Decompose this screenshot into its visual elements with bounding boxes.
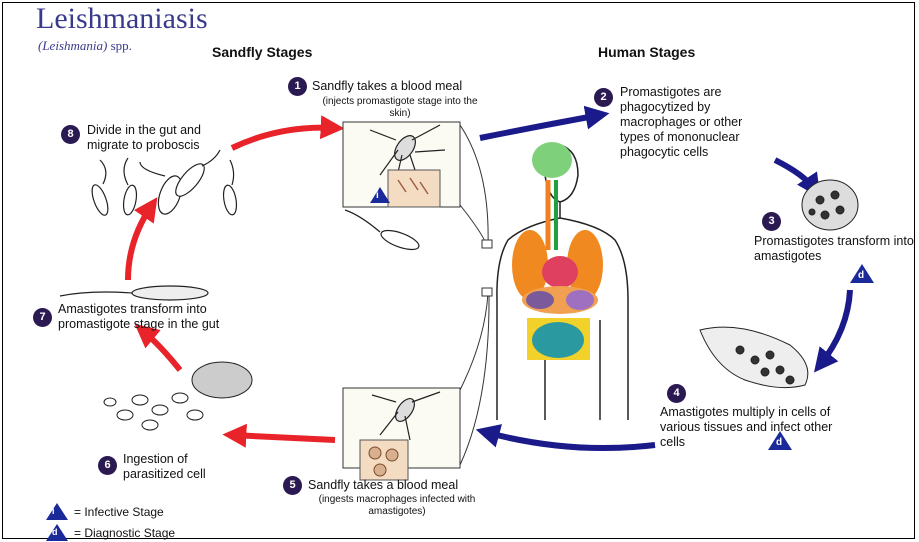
promastigote-inset — [388, 170, 440, 207]
arrow-3-to-4 — [820, 290, 850, 365]
legend-infective-triangle — [46, 503, 68, 520]
arrow-4-to-5 — [485, 432, 655, 448]
step-6-text: Ingestion of parasitized cell — [123, 452, 228, 482]
parasitized-cells — [104, 362, 252, 430]
step-3-badge: 3 — [762, 212, 781, 231]
macrophage-cell — [802, 180, 858, 230]
infective-letter-top: i — [376, 190, 379, 201]
step-4-badge: 4 — [667, 384, 686, 403]
elongated-promastigote — [60, 286, 208, 300]
legend-infective-letter: i — [52, 506, 55, 516]
step-2-badge: 2 — [594, 88, 613, 107]
legend-infective-text: = Infective Stage — [74, 505, 164, 519]
step-5-subtext: (ingests macrophages infected with amast… — [312, 494, 482, 518]
step-5-text: Sandfly takes a blood meal — [308, 478, 508, 493]
step-7-text: Amastigotes transform into promastigote … — [58, 302, 263, 332]
step-1-subtext: (injects promastigote stage into the ski… — [315, 96, 485, 120]
infected-tissue — [700, 327, 808, 387]
arrow-6-to-7 — [142, 330, 180, 370]
diagnostic-letter-3: d — [858, 270, 864, 281]
step-3-text: Promastigotes transform into amastigotes — [754, 234, 916, 264]
step-2-text: Promastigotes are phagocytized by macrop… — [620, 85, 770, 160]
human-body-figure — [497, 142, 628, 420]
legend-diagnostic-letter: d — [52, 527, 58, 537]
step-7-badge: 7 — [33, 308, 52, 327]
step-1-badge: 1 — [288, 77, 307, 96]
step-5-badge: 5 — [283, 476, 302, 495]
human-stages-header: Human Stages — [598, 44, 695, 60]
step-4-text: Amastigotes multiply in cells of various… — [660, 405, 845, 450]
arrow-2-to-3 — [775, 160, 815, 190]
step-8-text: Divide in the gut and migrate to probosc… — [87, 123, 237, 153]
promastigote-single — [345, 210, 421, 253]
arrow-7-to-8 — [128, 205, 152, 280]
step-1-text: Sandfly takes a blood meal — [312, 79, 512, 94]
step-6-badge: 6 — [98, 456, 117, 475]
arrow-1-to-2 — [480, 115, 600, 138]
page-subtitle: (Leishmania) spp. — [38, 38, 132, 54]
sandfly-stages-header: Sandfly Stages — [212, 44, 312, 60]
page-title: Leishmaniasis — [36, 2, 208, 36]
promastigote-cluster — [89, 150, 239, 217]
step-8-badge: 8 — [61, 125, 80, 144]
arrow-5-to-6 — [232, 435, 335, 440]
arrow-8-to-1 — [232, 128, 335, 148]
legend-diagnostic-text: = Diagnostic Stage — [74, 526, 175, 540]
